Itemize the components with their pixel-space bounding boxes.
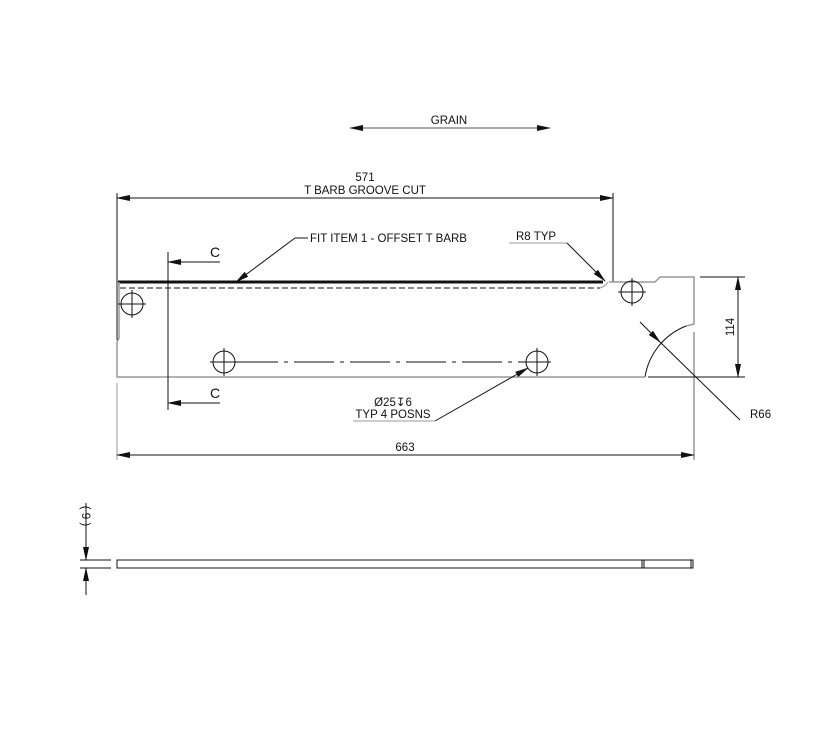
- length-dimension: 663: [116, 442, 695, 458]
- hole: [210, 348, 238, 376]
- r66-leader: R66: [639, 321, 771, 421]
- hole: [118, 290, 146, 318]
- groove-dim-label: T BARB GROOVE CUT: [304, 185, 426, 197]
- groove-dimension: 571 T BARB GROOVE CUT: [116, 172, 614, 290]
- height-dimension: 114: [648, 276, 745, 378]
- grain-label: GRAIN: [431, 115, 467, 127]
- hole: [618, 278, 646, 306]
- hole-note-line1: Ø25↧6: [374, 397, 412, 409]
- hole: [523, 348, 551, 376]
- height-dim-value: 114: [725, 317, 737, 336]
- r8-leader: R8 TYP: [509, 231, 606, 282]
- r8-note: R8 TYP: [516, 231, 556, 243]
- section-mark-top: C: [210, 244, 220, 260]
- thickness-dimension: ( 9 ): [79, 503, 111, 595]
- length-dim-value: 663: [395, 442, 414, 454]
- fit-item-leader: FIT ITEM 1 - OFFSET T BARB: [235, 233, 467, 283]
- thickness-dim-value: ( 9 ): [79, 506, 91, 527]
- hole-note: Ø25↧6 TYP 4 POSNS: [353, 367, 529, 422]
- part-side-view: [116, 559, 694, 569]
- grain-indicator: GRAIN: [349, 115, 551, 131]
- section-mark-bottom: C: [210, 385, 220, 401]
- r66-note: R66: [750, 409, 771, 421]
- groove-dim-value: 571: [355, 172, 374, 184]
- part-plan-view: [116, 276, 695, 460]
- fit-item-note: FIT ITEM 1 - OFFSET T BARB: [310, 233, 467, 245]
- section-line-c: C C: [167, 244, 220, 410]
- hole-note-line2: TYP 4 POSNS: [355, 409, 431, 421]
